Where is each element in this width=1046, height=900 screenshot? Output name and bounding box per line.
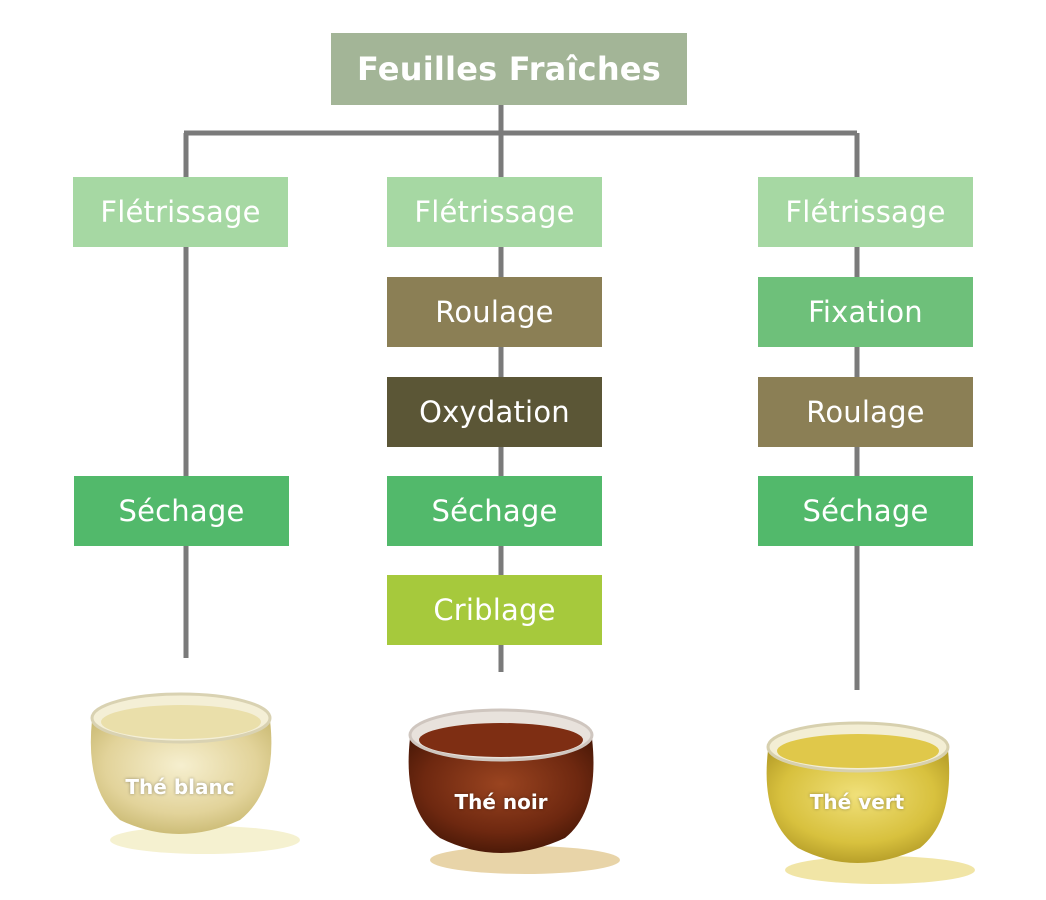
result-vert-label: Thé vert bbox=[809, 790, 905, 814]
step-fletrissage-blanc: Flétrissage bbox=[73, 177, 288, 247]
result-noir-label: Thé noir bbox=[454, 790, 548, 814]
cup-noir-icon bbox=[408, 708, 620, 874]
step-roulage-noir: Roulage bbox=[387, 277, 602, 347]
root-node: Feuilles Fraîches bbox=[331, 33, 687, 105]
result-noir: Thé noir bbox=[410, 790, 592, 820]
step-fletrissage-noir: Flétrissage bbox=[387, 177, 602, 247]
step-sechage-blanc: Séchage bbox=[74, 476, 289, 546]
step-roulage-vert: Roulage bbox=[758, 377, 973, 447]
step-oxydation-noir: Oxydation bbox=[387, 377, 602, 447]
result-vert: Thé vert bbox=[766, 790, 948, 820]
result-blanc-label: Thé blanc bbox=[125, 775, 235, 799]
cup-vert-icon bbox=[766, 721, 975, 884]
step-fixation-vert: Fixation bbox=[758, 277, 973, 347]
cup-blanc-icon bbox=[90, 692, 300, 854]
step-criblage-noir: Criblage bbox=[387, 575, 602, 645]
result-blanc: Thé blanc bbox=[90, 775, 270, 805]
step-sechage-vert: Séchage bbox=[758, 476, 973, 546]
step-fletrissage-vert: Flétrissage bbox=[758, 177, 973, 247]
step-sechage-noir: Séchage bbox=[387, 476, 602, 546]
